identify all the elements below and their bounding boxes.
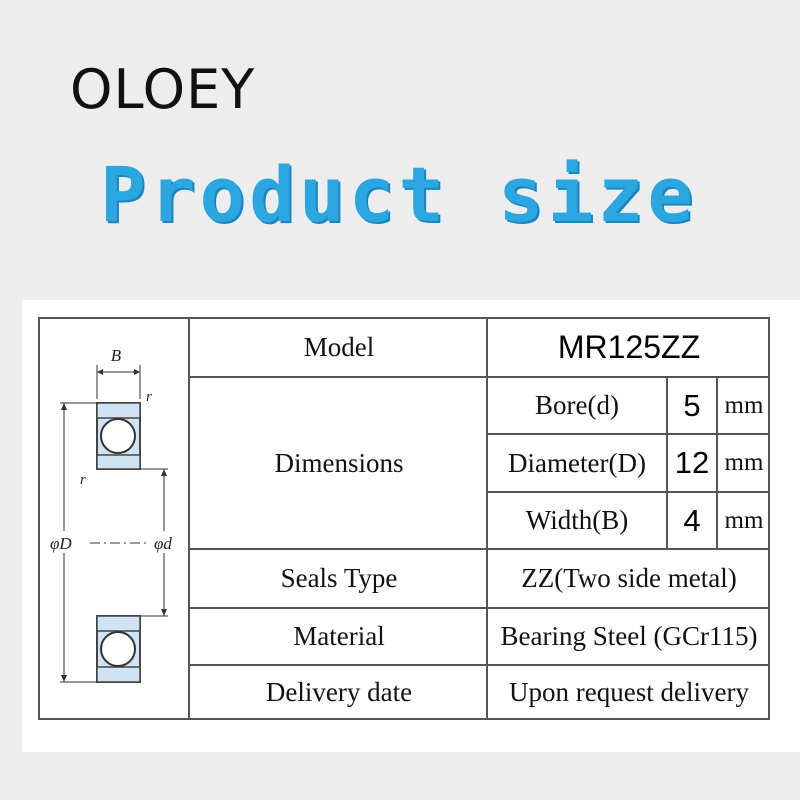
column-divider: [486, 319, 488, 718]
column-divider: [716, 376, 718, 550]
width-label: Width(B): [525, 505, 629, 535]
row-divider: [190, 664, 770, 666]
seals-type-value: ZZ(Two side metal): [521, 563, 737, 593]
row-divider: [190, 607, 770, 609]
width-unit: mm: [724, 506, 764, 534]
spec-panel: [22, 300, 800, 752]
brand-logo: OLOEY: [70, 58, 256, 121]
delivery-date-label: Delivery date: [265, 676, 413, 707]
row-divider: [190, 376, 770, 378]
seals-type-label: Seals Type: [280, 563, 398, 593]
row-divider: [486, 433, 770, 435]
row-divider: [486, 491, 770, 493]
bearing-drawing-cell: B r r: [40, 319, 190, 718]
spec-table: B r r: [38, 317, 770, 720]
row-divider: [190, 548, 770, 550]
label-radius-side: r: [80, 472, 86, 488]
label-radius-top: r: [146, 389, 152, 405]
dimensions-label: Dimensions: [274, 447, 404, 478]
width-value: 4: [683, 502, 701, 538]
bore-label: Bore(d): [535, 390, 619, 420]
bore-unit: mm: [724, 391, 764, 419]
diameter-value: 12: [674, 445, 710, 480]
column-divider: [666, 376, 668, 550]
material-label: Material: [293, 621, 385, 651]
bore-value: 5: [683, 387, 701, 423]
model-value: MR125ZZ: [557, 329, 701, 365]
diameter-unit: mm: [724, 449, 764, 476]
delivery-date-value: Upon request delivery: [509, 676, 749, 707]
label-width-b: B: [111, 346, 122, 365]
label-outer-diameter: φD: [50, 534, 72, 553]
label-bore-diameter: φd: [154, 534, 172, 553]
bearing-cross-section-drawing: B r r: [50, 346, 183, 683]
model-label: Model: [303, 332, 375, 362]
diameter-label: Diameter(D): [508, 447, 646, 478]
product-size-heading: Product size: [100, 150, 698, 239]
material-value: Bearing Steel (GCr115): [500, 621, 758, 651]
